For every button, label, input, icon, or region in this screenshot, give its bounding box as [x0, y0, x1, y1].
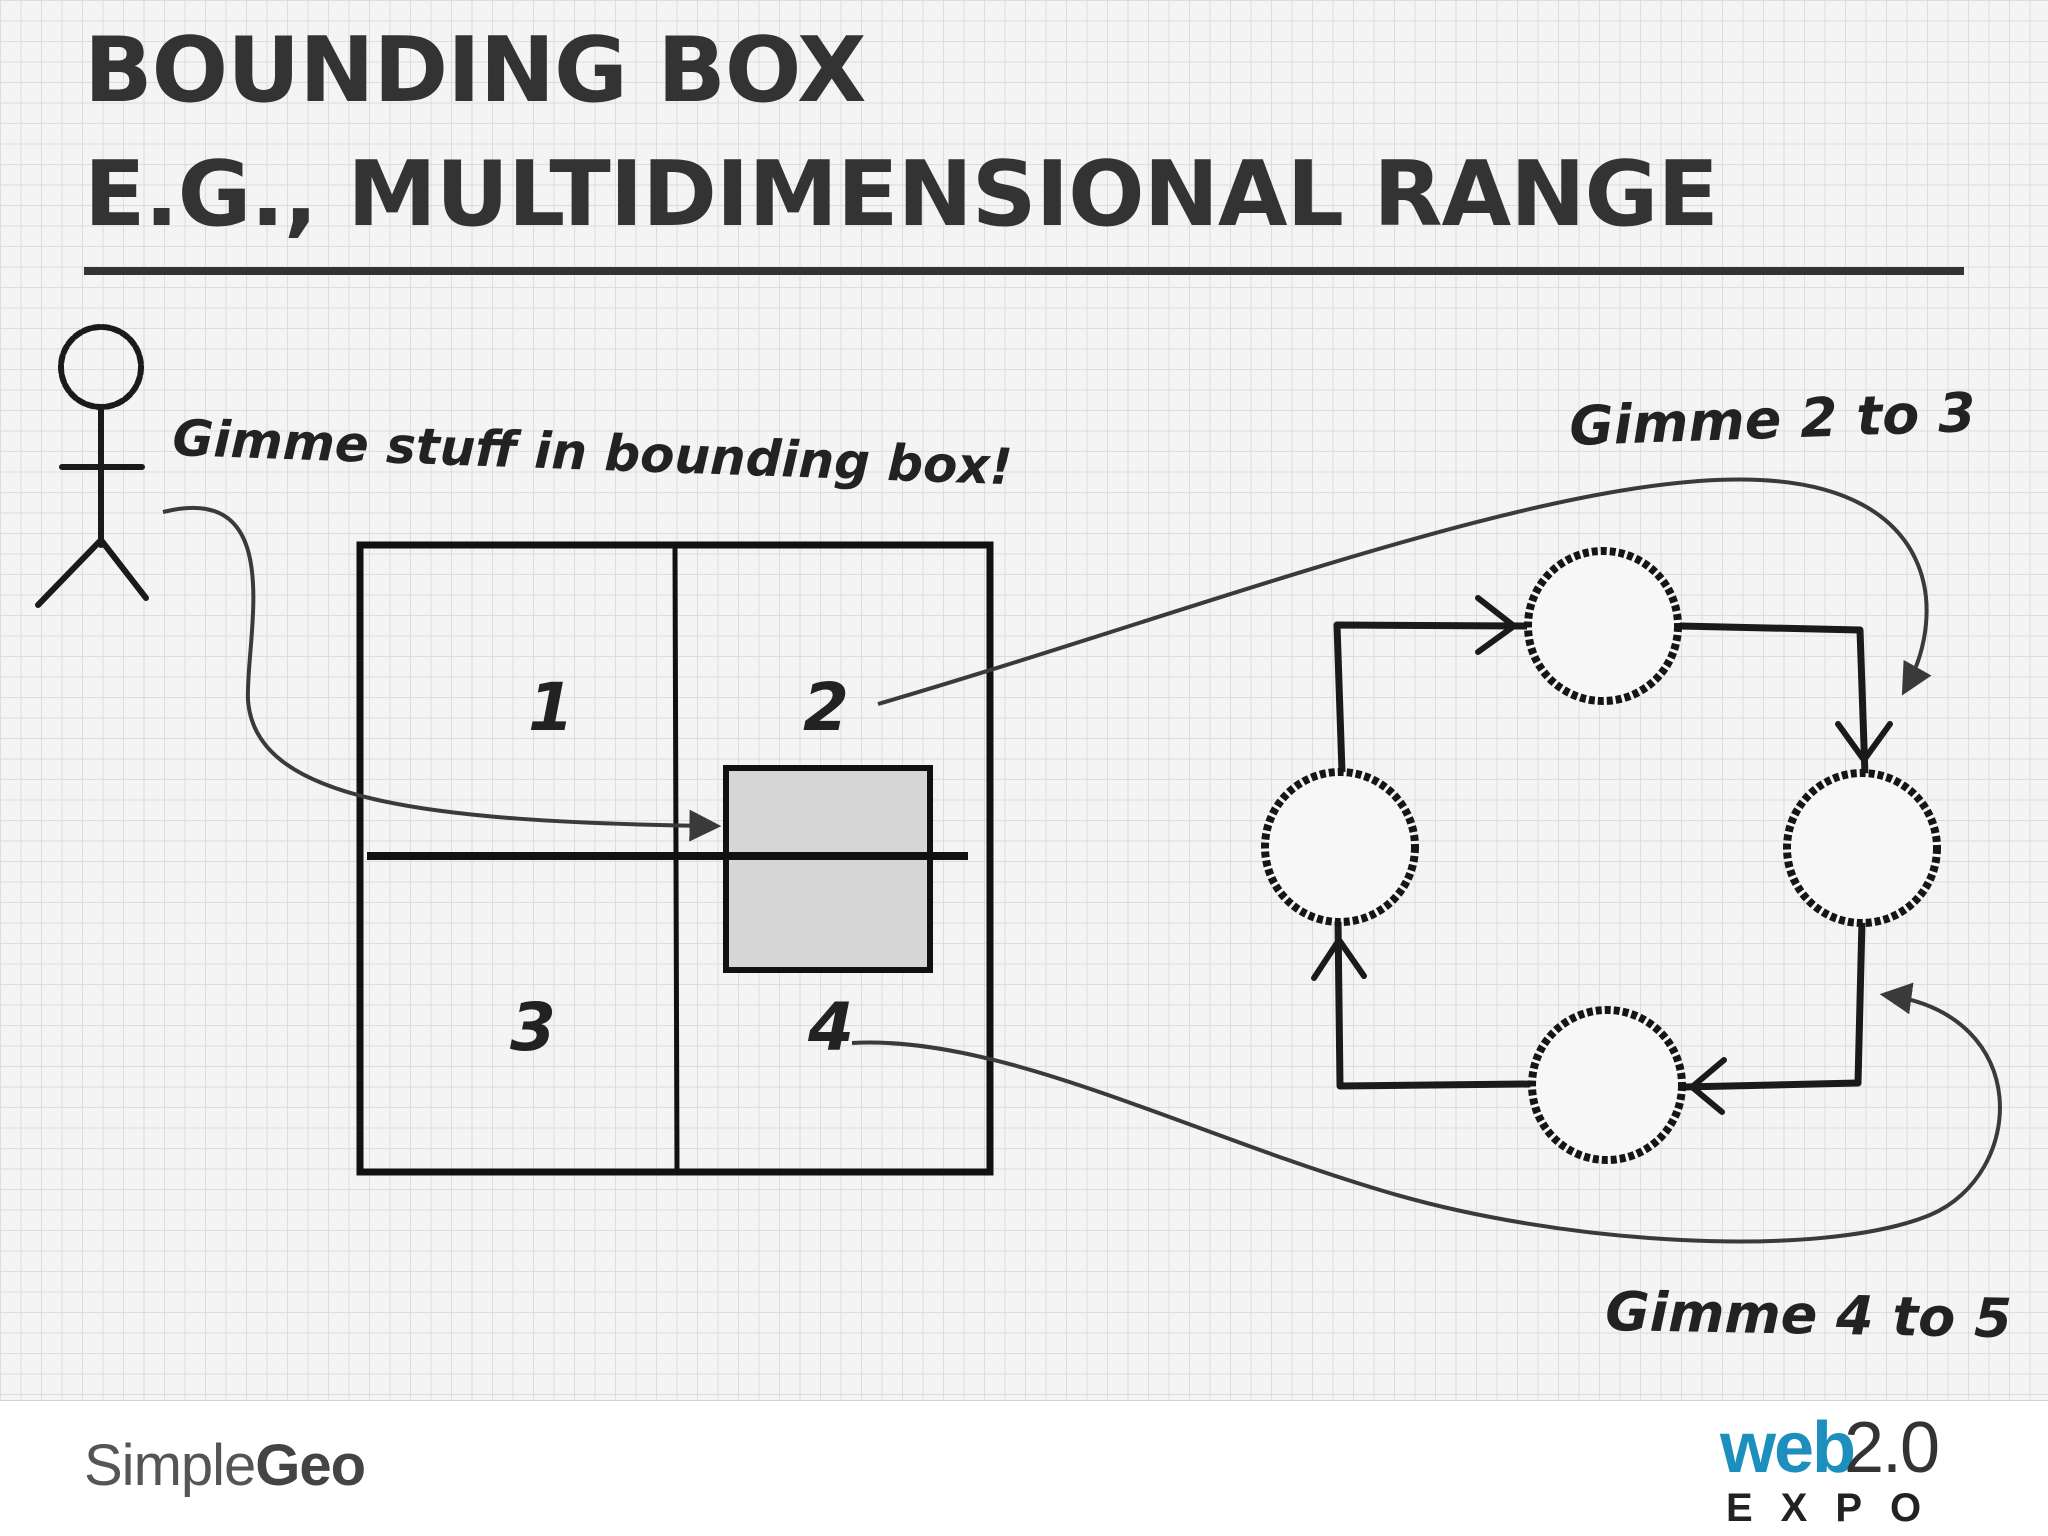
quadrant-number-4: 4 [807, 989, 854, 1066]
expo-logo-version: 2.0 [1844, 1408, 1940, 1488]
user-stick-figure-icon [35, 324, 149, 608]
simplegeo-logo: SimpleGeo [84, 1432, 366, 1499]
bounding-box-diagram: Gimme stuff in bounding box! 1 2 3 4 [35, 324, 2012, 1350]
grid-paper-background [0, 0, 2048, 1401]
range-arrow-4-to-5 [851, 982, 2002, 1244]
query-bounding-box [723, 765, 933, 973]
ring-node-bottom [1528, 1006, 1686, 1164]
simplegeo-logo-part-2: Geo [255, 1433, 366, 1498]
quadrant-number-1: 1 [528, 669, 574, 746]
ring-node-top [1524, 547, 1682, 705]
range-label-4-to-5: Gimme 4 to 5 [1605, 1280, 2012, 1350]
expo-logo-subtitle: EXPO [1726, 1486, 1950, 1530]
range-arrow-2-to-3 [877, 477, 1932, 706]
ring-links [1333, 621, 1869, 1091]
quadrant-number-3: 3 [510, 989, 556, 1066]
simplegeo-logo-part-1: Simple [84, 1433, 256, 1498]
ring-node-right [1783, 769, 1941, 927]
web20-expo-logo: web 2.0 EXPO [1720, 1412, 1950, 1530]
slide-footer [0, 1401, 2048, 1536]
expo-logo-web: web [1720, 1408, 1856, 1488]
ring-node-left [1261, 768, 1419, 926]
slide-title-line-1: BOUNDING BOX [84, 18, 867, 123]
ring-nodes [1261, 547, 1941, 1164]
ring-direction-arrows [1311, 595, 1893, 1115]
range-label-2-to-3: Gimme 2 to 3 [1568, 381, 1976, 458]
request-label: Gimme stuff in bounding box! [172, 409, 1014, 496]
quadrant-number-2: 2 [803, 669, 849, 746]
request-arrow [162, 505, 722, 842]
title-divider [84, 267, 1964, 275]
slide-title-line-2: E.G., MULTIDIMENSIONAL RANGE [84, 142, 1719, 247]
